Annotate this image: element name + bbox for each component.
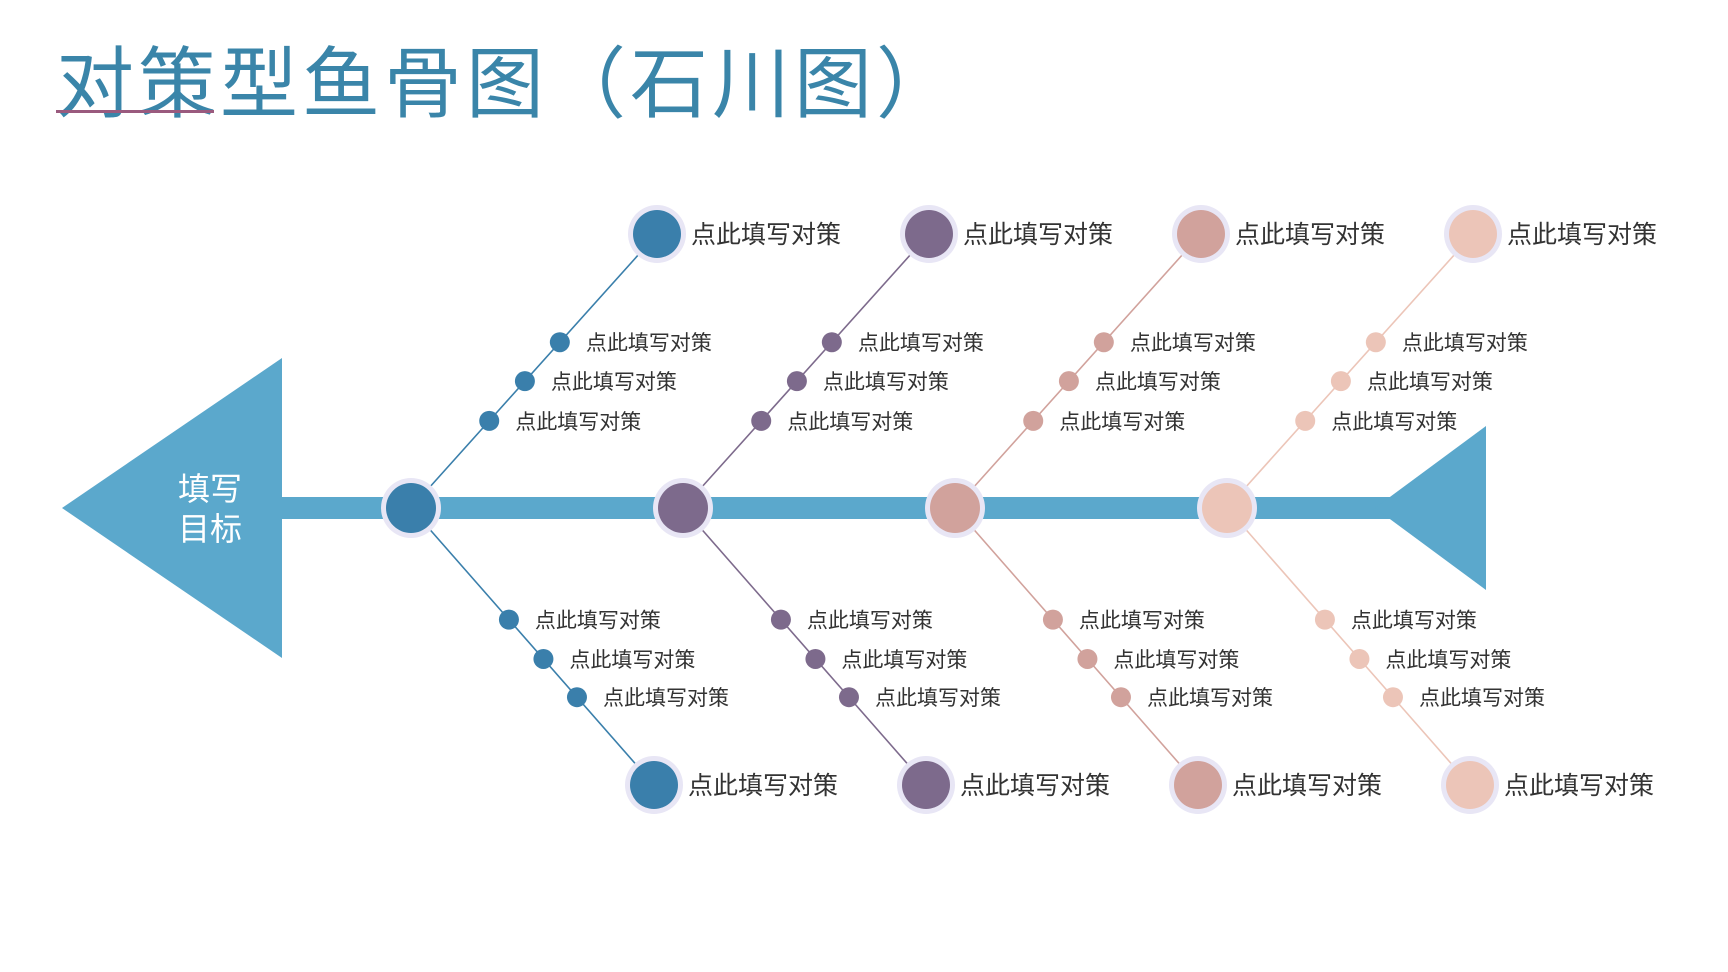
main-node-dot xyxy=(1177,210,1225,258)
bone-top-line xyxy=(410,233,658,509)
sub-countermeasure-label[interactable]: 点此填写对策 xyxy=(841,648,967,672)
sub-node-dot xyxy=(1382,687,1403,708)
main-node-dot xyxy=(633,210,681,258)
sub-countermeasure-label[interactable]: 点此填写对策 xyxy=(1402,331,1528,355)
main-countermeasure-label[interactable]: 点此填写对策 xyxy=(691,220,841,249)
sub-node-dot xyxy=(514,371,535,392)
sub-countermeasure-label[interactable]: 点此填写对策 xyxy=(1059,410,1185,434)
fish-head xyxy=(62,358,282,658)
main-node-dot xyxy=(902,761,950,809)
sub-countermeasure-label[interactable]: 点此填写对策 xyxy=(1419,686,1545,710)
sub-countermeasure-label[interactable]: 点此填写对策 xyxy=(1079,609,1205,633)
bone-group-2: 点此填写对策点此填写对策点此填写对策点此填写对策点此填写对策点此填写对策点此填写… xyxy=(653,205,1113,814)
sub-node-dot xyxy=(498,609,519,630)
sub-node-dot xyxy=(786,371,807,392)
fish-spine xyxy=(270,497,1390,519)
sub-countermeasure-label[interactable]: 点此填写对策 xyxy=(1331,410,1457,434)
sub-node-dot xyxy=(1330,371,1351,392)
sub-node-dot xyxy=(1295,410,1316,431)
page-title: 对策型鱼骨图（石川图） xyxy=(56,40,959,130)
title-accent-underline xyxy=(56,110,214,113)
sub-node-dot xyxy=(1349,648,1370,669)
sub-node-dot xyxy=(1023,410,1044,431)
sub-countermeasure-label[interactable]: 点此填写对策 xyxy=(1113,648,1239,672)
sub-countermeasure-label[interactable]: 点此填写对策 xyxy=(1351,609,1477,633)
bone-bottom-line xyxy=(1226,507,1471,786)
sub-node-dot xyxy=(1058,371,1079,392)
bone-group-1: 点此填写对策点此填写对策点此填写对策点此填写对策点此填写对策点此填写对策点此填写… xyxy=(381,205,841,814)
spine-junction-node xyxy=(658,483,708,533)
sub-node-dot xyxy=(533,648,554,669)
main-countermeasure-label[interactable]: 点此填写对策 xyxy=(963,220,1113,249)
sub-node-dot xyxy=(751,410,772,431)
main-countermeasure-label[interactable]: 点此填写对策 xyxy=(688,771,838,800)
fish-tail xyxy=(1375,426,1486,590)
sub-countermeasure-label[interactable]: 点此填写对策 xyxy=(1385,648,1511,672)
sub-node-dot xyxy=(805,648,826,669)
sub-countermeasure-label[interactable]: 点此填写对策 xyxy=(535,609,661,633)
sub-node-dot xyxy=(1077,648,1098,669)
sub-countermeasure-label[interactable]: 点此填写对策 xyxy=(807,609,933,633)
sub-countermeasure-label[interactable]: 点此填写对策 xyxy=(1130,331,1256,355)
sub-node-dot xyxy=(838,687,859,708)
sub-node-dot xyxy=(1093,332,1114,353)
bone-bottom-line xyxy=(954,507,1199,786)
bone-top-line xyxy=(682,233,930,509)
sub-countermeasure-label[interactable]: 点此填写对策 xyxy=(787,410,913,434)
sub-node-dot xyxy=(1314,609,1335,630)
sub-countermeasure-label[interactable]: 点此填写对策 xyxy=(551,370,677,394)
bone-group-3: 点此填写对策点此填写对策点此填写对策点此填写对策点此填写对策点此填写对策点此填写… xyxy=(925,205,1385,814)
sub-countermeasure-label[interactable]: 点此填写对策 xyxy=(515,410,641,434)
bone-bottom-line xyxy=(410,507,655,786)
bone-group-4: 点此填写对策点此填写对策点此填写对策点此填写对策点此填写对策点此填写对策点此填写… xyxy=(1197,205,1657,814)
main-countermeasure-label[interactable]: 点此填写对策 xyxy=(1235,220,1385,249)
sub-node-dot xyxy=(821,332,842,353)
sub-countermeasure-label[interactable]: 点此填写对策 xyxy=(586,331,712,355)
sub-node-dot xyxy=(1042,609,1063,630)
bone-bottom-line xyxy=(682,507,927,786)
spine-junction-node xyxy=(930,483,980,533)
main-countermeasure-label[interactable]: 点此填写对策 xyxy=(960,771,1110,800)
sub-countermeasure-label[interactable]: 点此填写对策 xyxy=(1147,686,1273,710)
main-node-dot xyxy=(1449,210,1497,258)
main-node-dot xyxy=(630,761,678,809)
spine-junction-node xyxy=(1202,483,1252,533)
sub-node-dot xyxy=(549,332,570,353)
sub-countermeasure-label[interactable]: 点此填写对策 xyxy=(875,686,1001,710)
sub-countermeasure-label[interactable]: 点此填写对策 xyxy=(1367,370,1493,394)
main-countermeasure-label[interactable]: 点此填写对策 xyxy=(1232,771,1382,800)
spine-junction-node xyxy=(386,483,436,533)
main-countermeasure-label[interactable]: 点此填写对策 xyxy=(1507,220,1657,249)
main-node-dot xyxy=(1174,761,1222,809)
bone-top-line xyxy=(954,233,1202,509)
main-node-dot xyxy=(905,210,953,258)
sub-countermeasure-label[interactable]: 点此填写对策 xyxy=(569,648,695,672)
goal-label-line2[interactable]: 目标 xyxy=(178,510,242,548)
sub-countermeasure-label[interactable]: 点此填写对策 xyxy=(603,686,729,710)
main-countermeasure-label[interactable]: 点此填写对策 xyxy=(1504,771,1654,800)
sub-node-dot xyxy=(566,687,587,708)
main-node-dot xyxy=(1446,761,1494,809)
fish-bones: 点此填写对策点此填写对策点此填写对策点此填写对策点此填写对策点此填写对策点此填写… xyxy=(381,205,1657,814)
sub-node-dot xyxy=(479,410,500,431)
bone-top-line xyxy=(1226,233,1474,509)
sub-countermeasure-label[interactable]: 点此填写对策 xyxy=(823,370,949,394)
sub-countermeasure-label[interactable]: 点此填写对策 xyxy=(1095,370,1221,394)
sub-node-dot xyxy=(1110,687,1131,708)
goal-label-line1[interactable]: 填写 xyxy=(178,470,242,508)
sub-node-dot xyxy=(770,609,791,630)
sub-countermeasure-label[interactable]: 点此填写对策 xyxy=(858,331,984,355)
sub-node-dot xyxy=(1365,332,1386,353)
